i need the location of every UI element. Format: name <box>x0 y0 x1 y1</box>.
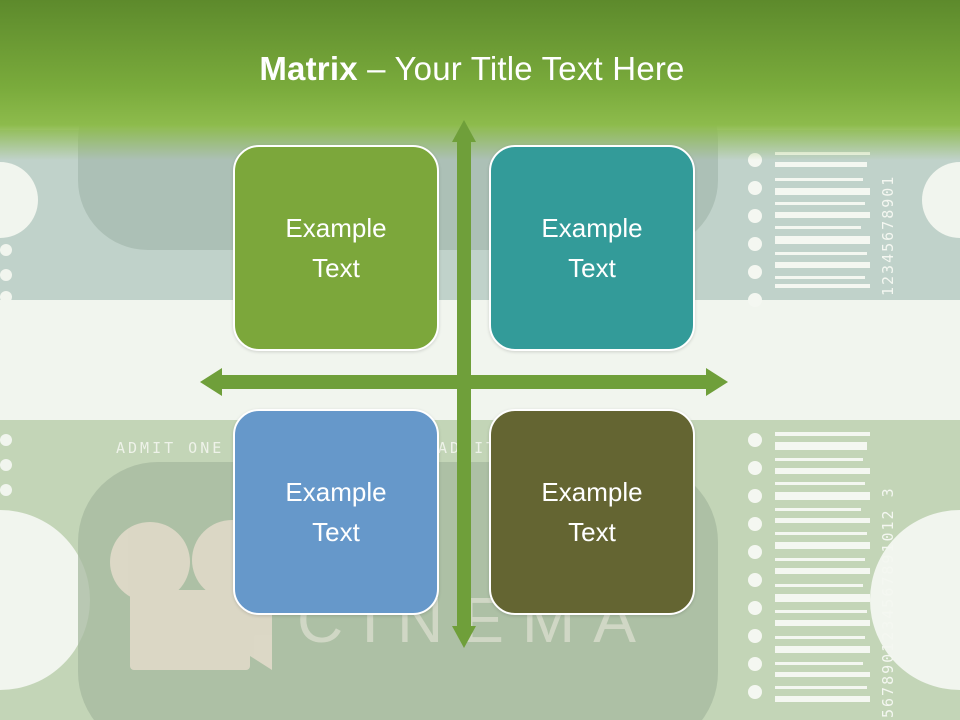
perforation-dots-left <box>0 244 12 496</box>
arrow-head-down <box>452 626 476 648</box>
cell-text: Example Text <box>541 213 643 283</box>
matrix-cell-bottom-left[interactable]: Example Text <box>233 409 439 615</box>
slide-title[interactable]: Matrix – Your Title Text Here <box>0 50 944 88</box>
barcode-top <box>775 152 870 288</box>
matrix-cell-top-left[interactable]: Example Text <box>233 145 439 351</box>
slide-title-rest: – Your Title Text Here <box>357 50 685 87</box>
barcode-digits-bottom: 5678901234567891012 3 <box>879 486 897 718</box>
matrix-cell-bottom-right[interactable]: Example Text <box>489 409 695 615</box>
header-band <box>0 0 960 160</box>
horizontal-axis-arrow <box>216 375 712 389</box>
ticket-notch-right-top <box>922 162 960 238</box>
matrix-cell-top-right[interactable]: Example Text <box>489 145 695 351</box>
ticket-notch-right-bottom <box>870 510 960 690</box>
slide-title-bold: Matrix <box>259 50 358 87</box>
cell-text: Example Text <box>285 213 387 283</box>
cell-text: Example Text <box>285 477 387 547</box>
barcode-digits-top: 12345678901 <box>879 175 897 296</box>
perforation-dots-right <box>748 153 762 699</box>
cell-text: Example Text <box>541 477 643 547</box>
ticket-notch-left-bottom <box>0 510 90 690</box>
ticket-notch-left-top <box>0 162 38 238</box>
arrow-head-right <box>706 368 728 396</box>
arrow-head-up <box>452 120 476 142</box>
admit-one-text: ADMIT ONE <box>116 439 224 457</box>
barcode-bottom <box>775 432 870 702</box>
arrow-head-left <box>200 368 222 396</box>
